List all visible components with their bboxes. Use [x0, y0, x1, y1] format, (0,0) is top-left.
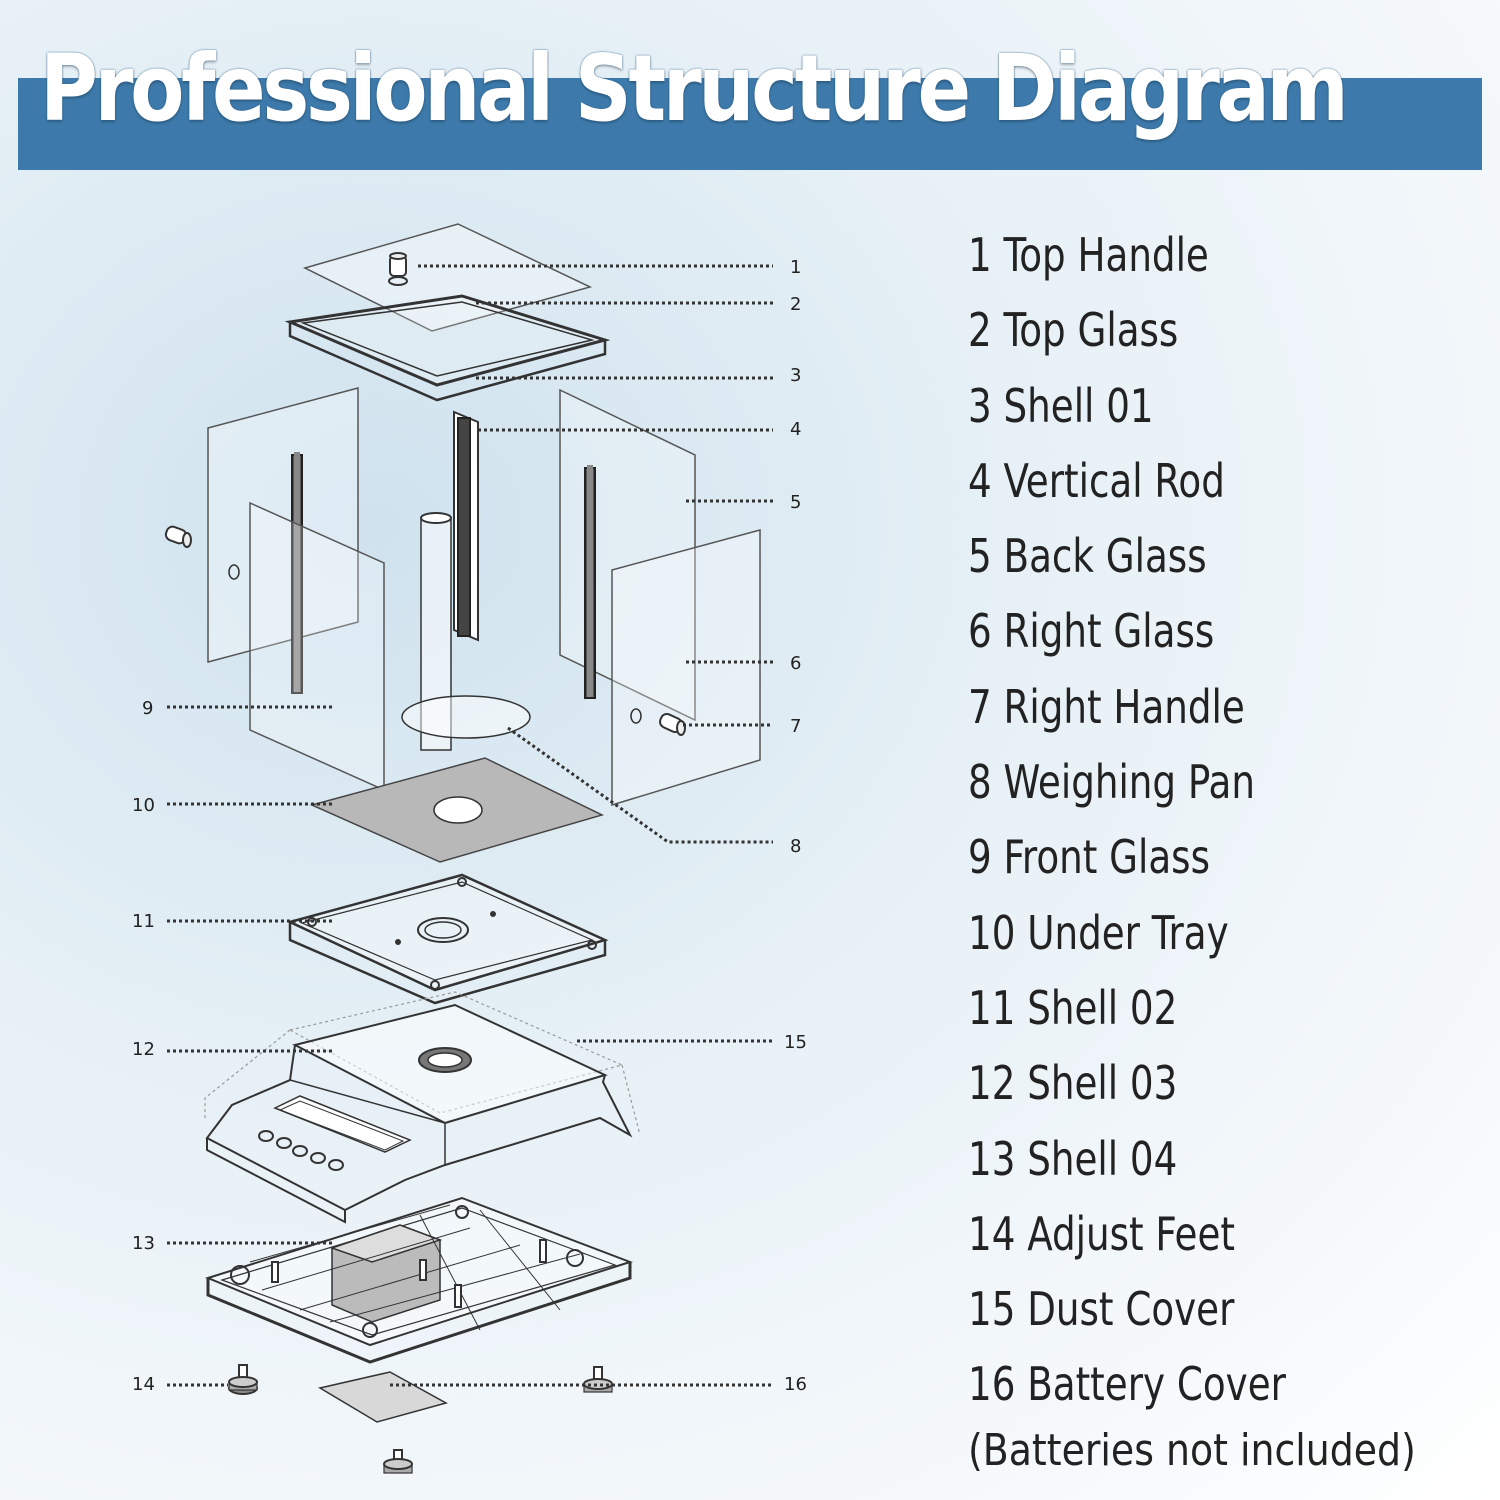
legend-item-shell-02: 11 Shell 02: [968, 980, 1178, 1035]
shell-04: [205, 1196, 634, 1364]
legend-note: (Batteries not included): [968, 1424, 1416, 1476]
legend-item-top-glass: 2 Top Glass: [968, 303, 1179, 358]
callout-9: 9: [142, 698, 153, 719]
shell-01: [284, 294, 611, 402]
legend-item-vertical-rod: 4 Vertical Rod: [968, 453, 1225, 508]
legend-item-weighing-pan: 8 Weighing Pan: [968, 755, 1255, 810]
callout-7: 7: [790, 716, 801, 737]
battery-cover: [318, 1371, 448, 1423]
legend-item-front-glass: 9 Front Glass: [968, 830, 1211, 885]
legend-item-battery-cover: 16 Battery Cover: [968, 1357, 1286, 1412]
shell-03: [205, 1003, 633, 1224]
vertical-rod-right: [584, 465, 596, 699]
callout-15: 15: [784, 1032, 807, 1053]
under-tray: [309, 757, 605, 863]
weighing-pan: [401, 512, 531, 751]
callout-4: 4: [790, 419, 801, 440]
legend-item-shell-01: 3 Shell 01: [968, 378, 1154, 433]
legend-item-under-tray: 10 Under Tray: [968, 905, 1229, 960]
legend-item-right-glass: 6 Right Glass: [968, 604, 1215, 659]
adjust-foot-right: [583, 1366, 613, 1393]
shell-02: [286, 873, 609, 1005]
front-glass: [249, 501, 385, 792]
title-banner: [18, 78, 1482, 170]
legend-item-adjust-feet: 14 Adjust Feet: [968, 1206, 1236, 1261]
callout-11: 11: [132, 911, 155, 932]
callout-10: 10: [132, 795, 155, 816]
adjust-foot-bottom: [383, 1449, 413, 1474]
legend-item-dust-cover: 15 Dust Cover: [968, 1282, 1235, 1337]
legend-item-right-handle: 7 Right Handle: [968, 679, 1245, 734]
adjust-foot-left: [228, 1364, 258, 1395]
callout-13: 13: [132, 1233, 155, 1254]
callout-1: 1: [790, 257, 801, 278]
right-glass: [611, 529, 761, 807]
vertical-rod-center: [453, 410, 479, 642]
page-title: Professional Structure Diagram: [40, 35, 1349, 142]
left-handle: [164, 525, 192, 548]
parts-legend: 1 Top Handle 2 Top Glass 3 Shell 01 4 Ve…: [968, 218, 1478, 1479]
legend-item-shell-04: 13 Shell 04: [968, 1131, 1178, 1186]
vertical-rod-left: [291, 452, 303, 694]
callout-6: 6: [790, 653, 801, 674]
legend-item-back-glass: 5 Back Glass: [968, 529, 1207, 584]
left-glass: [207, 387, 359, 663]
leader-lines: [167, 264, 773, 1387]
callout-5: 5: [790, 492, 801, 513]
callout-2: 2: [790, 294, 801, 315]
callout-16: 16: [784, 1374, 807, 1395]
top-handle: [388, 252, 408, 286]
callout-8: 8: [790, 836, 801, 857]
callout-3: 3: [790, 365, 801, 386]
callout-14: 14: [132, 1374, 155, 1395]
callout-12: 12: [132, 1039, 155, 1060]
legend-item-top-handle: 1 Top Handle: [968, 228, 1209, 282]
legend-item-shell-03: 12 Shell 03: [968, 1056, 1178, 1111]
